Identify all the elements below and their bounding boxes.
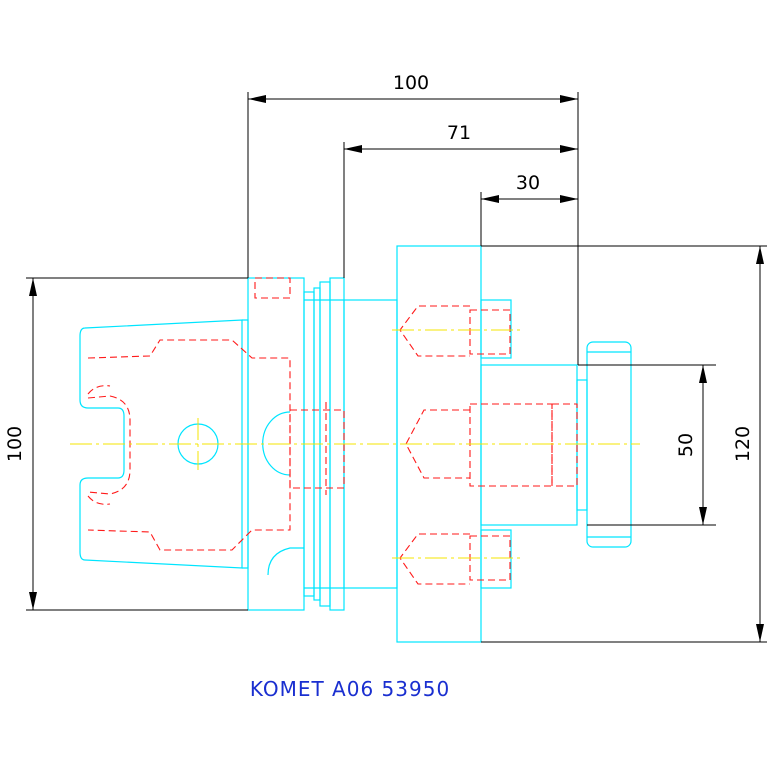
- dim-label-120: 120: [732, 426, 754, 462]
- holder-keyway: [87, 385, 111, 395]
- dim-label-100-left: 100: [4, 426, 26, 462]
- dim-label-100-top: 100: [393, 72, 429, 94]
- hidden-lines: [87, 277, 578, 585]
- screw-center-head: [551, 403, 578, 487]
- holder-cavity: [87, 339, 291, 551]
- dimension-lines: 100 71 30 100 50 120: [4, 72, 767, 643]
- holder-outline: [79, 319, 243, 569]
- holder-keyway: [87, 495, 111, 505]
- screw-head-bottom: [480, 529, 512, 589]
- flange-recess: [254, 277, 291, 299]
- center-lines: [70, 329, 640, 559]
- dim-label-30: 30: [516, 172, 540, 194]
- screw-top-drill: [399, 305, 470, 357]
- screw-head-top: [480, 299, 512, 359]
- part-caption: KOMET A06 53950: [250, 677, 450, 701]
- drawbar-bore: [289, 409, 345, 489]
- screw-bottom-drill: [399, 533, 470, 585]
- dim-label-50: 50: [675, 433, 697, 457]
- dim-label-71: 71: [447, 122, 471, 144]
- screw-top-shank: [469, 309, 511, 355]
- holder-pocket: [87, 395, 131, 495]
- boss-step: [576, 379, 588, 511]
- screw-center-shank: [469, 403, 553, 487]
- flange-slot: [267, 547, 304, 576]
- screw-center-drill: [405, 409, 470, 479]
- arrowheads: [29, 95, 764, 642]
- boss: [480, 364, 578, 526]
